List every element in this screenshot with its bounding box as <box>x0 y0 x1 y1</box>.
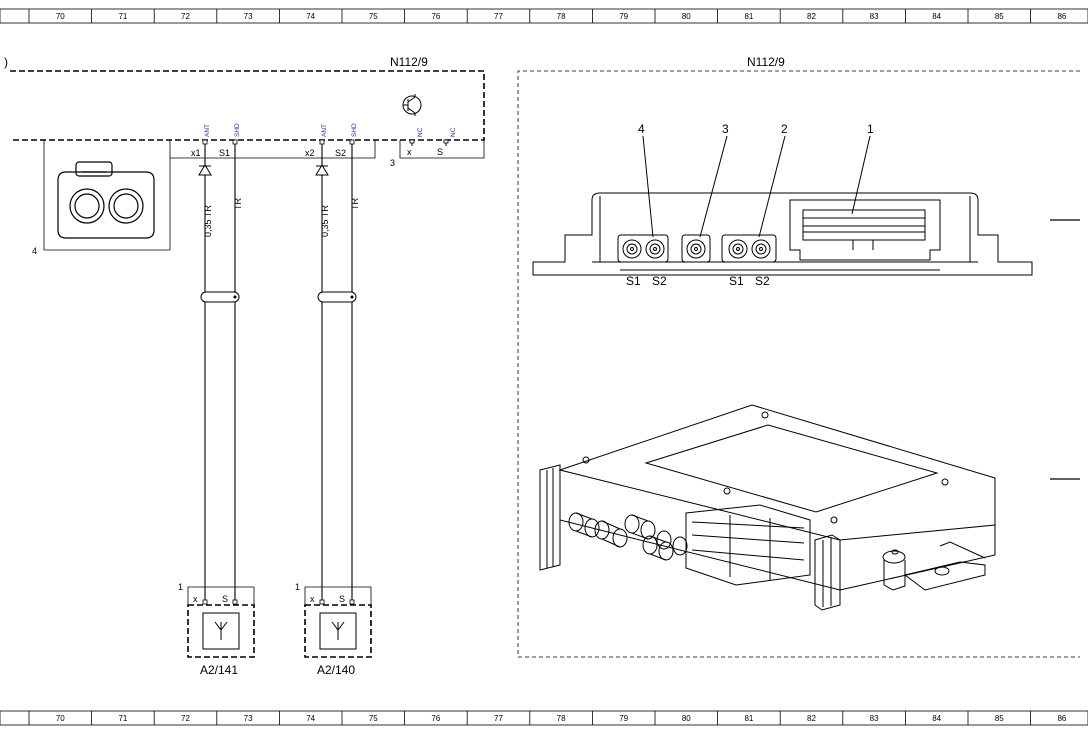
junction-dot <box>233 295 237 299</box>
ruler-column-label: 81 <box>744 12 753 21</box>
ruler-column-label: 81 <box>744 714 753 723</box>
pin-nc-label: NC <box>450 127 457 137</box>
ruler-column-label: 83 <box>870 12 879 21</box>
module-n112-9-schematic: ) N112/9 <box>4 55 485 141</box>
contact-ant-label: ANT <box>204 124 211 137</box>
ruler-column-label: 74 <box>306 12 315 21</box>
wire-label: 0,35 TR <box>203 205 213 237</box>
ruler-column-label: 74 <box>306 714 315 723</box>
antenna-pin-s: S <box>222 594 228 604</box>
ruler-column-label: 84 <box>932 714 941 723</box>
ruler-column-label: 70 <box>56 12 65 21</box>
ruler-column-label: 82 <box>807 714 816 723</box>
photo-module-name: N112/9 <box>747 55 785 69</box>
port-label: S1 <box>626 274 641 288</box>
ruler-column-label: 86 <box>1057 12 1066 21</box>
ruler-column-label: 73 <box>244 12 253 21</box>
ruler-column-label: 78 <box>557 12 566 21</box>
wire-label: TR <box>350 198 360 210</box>
wires <box>204 144 353 600</box>
ruler-column-label: 82 <box>807 12 816 21</box>
ruler-column-label: 76 <box>431 12 440 21</box>
antenna-a2-141: 1 x S A2/141 <box>178 582 255 677</box>
ruler-column-label: 71 <box>118 714 127 723</box>
contact-x2-label: x2 <box>305 148 315 158</box>
module-isometric-view <box>539 404 996 611</box>
module-front-view <box>532 192 1033 276</box>
ruler-column-label: 77 <box>494 714 503 723</box>
antenna-name: A2/140 <box>317 663 355 677</box>
ruler-column-label: 77 <box>494 12 503 21</box>
ruler-column-label: 86 <box>1057 714 1066 723</box>
antenna-pin-x: x <box>193 594 198 604</box>
transistor-icon <box>402 94 422 116</box>
ruler-column-label: 72 <box>181 714 190 723</box>
ruler-column-label: 80 <box>682 12 691 21</box>
contact-ant-label: ANT <box>321 124 328 137</box>
ruler-column-label: 73 <box>244 714 253 723</box>
ruler-column-label: 72 <box>181 12 190 21</box>
ruler-column-label: 70 <box>56 714 65 723</box>
ruler-column-label: 75 <box>369 714 378 723</box>
wire-label: 0,35 TR <box>320 205 330 237</box>
ruler-column-label: 79 <box>619 12 628 21</box>
port-label: S1 <box>729 274 744 288</box>
antenna-icon <box>331 621 345 640</box>
module-connector-3: 3 x S NC NC <box>390 127 485 168</box>
port-label: S2 <box>755 274 770 288</box>
antenna-pin-x: x <box>310 594 315 604</box>
ruler-column-label: 76 <box>431 714 440 723</box>
pin-s-label: S <box>437 147 443 157</box>
plug-label: 4 <box>32 246 37 256</box>
antenna-a2-140: 1 x S A2/140 <box>295 582 372 677</box>
antenna-connector-label: 1 <box>178 582 183 592</box>
ruler-column-label: 78 <box>557 714 566 723</box>
pin-nc-label: NC <box>417 127 424 137</box>
port-label: S2 <box>652 274 667 288</box>
junction-dot <box>350 295 354 299</box>
ruler-column-label: 85 <box>995 714 1004 723</box>
ruler-column-label: 80 <box>682 714 691 723</box>
contact-shd-label: SHD <box>351 123 358 137</box>
ruler-column-label: 83 <box>870 714 879 723</box>
callout-4: 4 <box>638 122 645 136</box>
connector-label: 3 <box>390 158 395 168</box>
antenna-pin-s: S <box>339 594 345 604</box>
ruler-column-label: 75 <box>369 12 378 21</box>
callout-leaders <box>642 135 871 238</box>
ruler-column-label: 71 <box>118 12 127 21</box>
callout-2: 2 <box>781 122 788 136</box>
ruler-column-label: 85 <box>995 12 1004 21</box>
component-photo-panel: N112/9 <box>517 55 1080 658</box>
ruler-column-label: 84 <box>932 12 941 21</box>
callout-1: 1 <box>867 122 874 136</box>
antenna-connector-label: 1 <box>295 582 300 592</box>
bottom-ruler: 70 71 72 73 74 75 76 77 78 79 80 81 82 83 84 85 86 <box>0 710 1088 726</box>
top-ruler: 70 71 72 73 74 75 76 77 78 79 80 81 82 83 84 85 86 <box>0 8 1088 24</box>
antenna-name: A2/141 <box>200 663 238 677</box>
cutoff-mark: ) <box>4 55 8 69</box>
wire-label: TR <box>233 198 243 210</box>
contact-shd-label: SHD <box>234 123 241 137</box>
ruler-column-label: 79 <box>619 714 628 723</box>
module-name: N112/9 <box>390 55 428 69</box>
shield-marker-icon <box>198 164 329 176</box>
pin-x-label: x <box>407 147 412 157</box>
twisted-pair-icon <box>200 291 357 303</box>
plug-connector-row: 4 x1 S1 x2 S2 ANT SHD ANT SHD <box>32 123 376 256</box>
callout-3: 3 <box>722 122 729 136</box>
contact-s1-label: S1 <box>219 148 230 158</box>
coax-plug-icon <box>57 161 155 239</box>
contact-x1-label: x1 <box>191 148 201 158</box>
antenna-icon <box>214 621 228 640</box>
contact-s2-label: S2 <box>335 148 346 158</box>
